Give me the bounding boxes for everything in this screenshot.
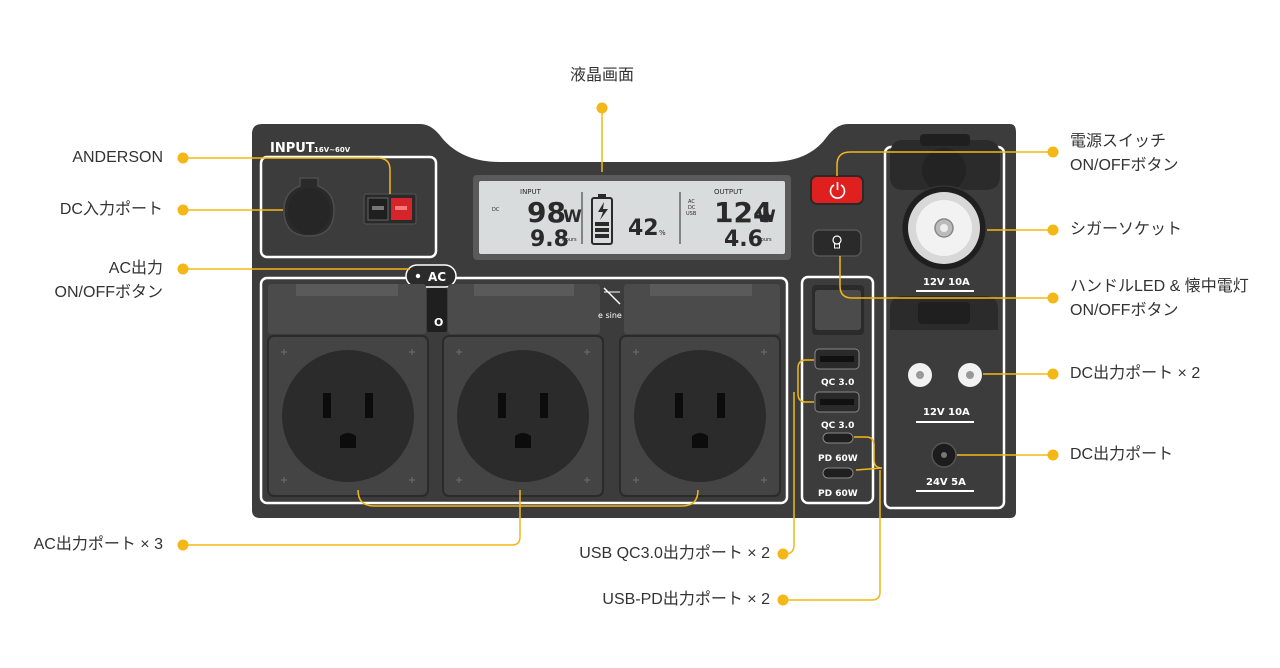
label-dc-input: DC入力ポート bbox=[59, 201, 163, 218]
usb-qc-label-2: QC 3.0 bbox=[821, 421, 854, 431]
usb-pd-label-1: PD 60W bbox=[818, 454, 858, 464]
svg-text:e sine: e sine bbox=[598, 311, 622, 320]
dc-cap-lower[interactable] bbox=[890, 296, 998, 330]
svg-text:O: O bbox=[434, 316, 443, 329]
callout-lines bbox=[183, 112, 1053, 601]
label-dc-out: DC出力ポート bbox=[1070, 446, 1174, 463]
dc-output-port-1[interactable] bbox=[908, 363, 932, 387]
lcd-battery-icon bbox=[591, 194, 613, 245]
usb-qc-port-2[interactable] bbox=[814, 391, 860, 413]
lcd-out-tag-usb: USB bbox=[686, 211, 697, 217]
lcd-output-label: OUTPUT bbox=[714, 188, 743, 196]
usb-pd-port-1[interactable] bbox=[822, 432, 854, 444]
light-button[interactable] bbox=[812, 229, 862, 257]
dc-barrel-port[interactable] bbox=[931, 442, 957, 468]
label-light-switch: ハンドルLED & 懐中電灯 ON/OFFボタン bbox=[1070, 278, 1249, 319]
ac-cover-2[interactable] bbox=[448, 284, 600, 334]
lcd-output-hours: 4.6 bbox=[724, 227, 763, 252]
lcd-output-hours-unit: Hours bbox=[757, 237, 772, 243]
lcd-watt-unit: W bbox=[563, 207, 582, 227]
label-usb-pd: USB-PD出力ポート × 2 bbox=[602, 591, 770, 608]
lcd-dc-tag: DC bbox=[492, 207, 500, 213]
lcd-out-tag-ac: AC bbox=[688, 199, 695, 205]
ac-section-outline bbox=[259, 276, 789, 505]
lcd-input-watts: 98 bbox=[527, 196, 566, 229]
callout-dots bbox=[177, 102, 1059, 606]
lcd-hours-unit: Hours bbox=[562, 237, 577, 243]
ac-outlet-1[interactable] bbox=[267, 335, 429, 497]
dc-output-port-2[interactable] bbox=[958, 363, 982, 387]
label-power-switch: 電源スイッチ ON/OFFボタン bbox=[1070, 133, 1179, 174]
anderson-port[interactable] bbox=[363, 193, 417, 225]
usb-qc-port-1[interactable] bbox=[814, 348, 860, 370]
label-lcd-screen: 液晶画面 bbox=[569, 67, 634, 84]
dc-input-port[interactable] bbox=[283, 177, 335, 237]
ac-cover-1[interactable] bbox=[268, 284, 426, 334]
ac-cover-3[interactable] bbox=[624, 284, 780, 334]
cigar-socket[interactable] bbox=[901, 185, 987, 271]
cigar-rating: 12V 10A bbox=[923, 277, 970, 288]
label-ac-switch: AC出力 ON/OFFボタン bbox=[54, 260, 163, 301]
lcd-out-tag-dc: DC bbox=[688, 205, 696, 211]
usb-qc-label-1: QC 3.0 bbox=[821, 378, 854, 388]
label-usb-qc: USB QC3.0出力ポート × 2 bbox=[579, 545, 770, 562]
ac-outlet-3[interactable] bbox=[619, 335, 781, 497]
ac-switch[interactable]: O bbox=[427, 288, 447, 332]
sine-wave-icon: e sine bbox=[598, 287, 622, 320]
dc-barrel-rating: 24V 5A bbox=[926, 477, 966, 488]
lcd-input-label: INPUT bbox=[520, 188, 542, 196]
lcd-screen: INPUT DC 98 W 9.8 Hours 42 % OUTPUT AC D… bbox=[473, 175, 791, 260]
usb-cover[interactable] bbox=[812, 285, 864, 335]
svg-text:AC: AC bbox=[428, 270, 446, 284]
label-dc-out-x2: DC出力ポート × 2 bbox=[1070, 365, 1201, 382]
usb-section-outline bbox=[800, 275, 875, 505]
usb-pd-label-2: PD 60W bbox=[818, 489, 858, 499]
ac-outlet-2[interactable] bbox=[442, 335, 604, 497]
lcd-output-watts: 124 bbox=[714, 196, 772, 229]
usb-pd-port-2[interactable] bbox=[822, 467, 854, 479]
input-range: 16V~60V bbox=[314, 146, 351, 154]
power-button[interactable] bbox=[810, 175, 864, 205]
lcd-output-watt-unit: W bbox=[757, 207, 776, 227]
lcd-percent-unit: % bbox=[659, 229, 666, 237]
label-anderson: ANDERSON bbox=[72, 149, 163, 166]
ac-tag: AC bbox=[405, 264, 457, 288]
input-area-outline bbox=[259, 155, 438, 259]
input-title: INPUT bbox=[270, 141, 315, 156]
cigar-socket-cap[interactable] bbox=[890, 134, 1000, 192]
lcd-input-hours: 9.8 bbox=[530, 227, 569, 252]
label-cigar-socket: シガーソケット bbox=[1070, 221, 1183, 238]
bulb-icon bbox=[832, 235, 842, 249]
label-ac-outlets: AC出力ポート × 3 bbox=[33, 536, 163, 553]
dc-pair-rating: 12V 10A bbox=[923, 407, 970, 418]
lcd-battery-percent: 42 bbox=[628, 216, 659, 241]
